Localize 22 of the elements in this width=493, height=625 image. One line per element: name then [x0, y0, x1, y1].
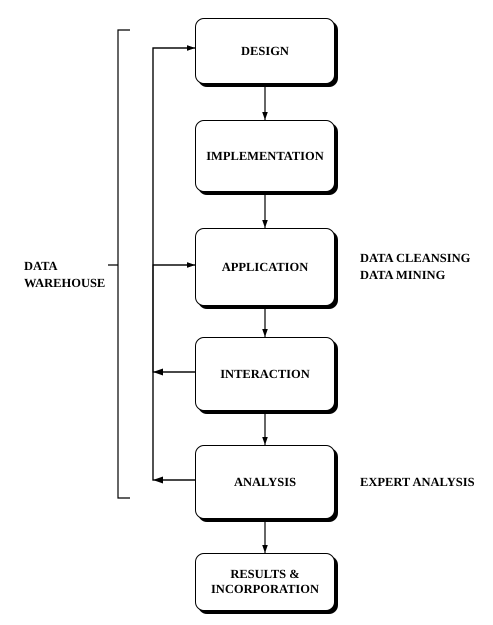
annotation: EXPERT ANALYSIS	[360, 474, 475, 490]
process-box	[195, 553, 335, 611]
box-label: ANALYSIS	[232, 474, 298, 490]
arrow	[262, 306, 268, 337]
arrow	[262, 192, 268, 228]
process-box	[195, 18, 335, 84]
process-box	[195, 120, 335, 192]
box-label: APPLICATION	[220, 260, 310, 274]
process-box	[195, 445, 335, 519]
arrow	[262, 519, 268, 553]
annotation: DATA CLEANSING	[360, 250, 470, 267]
arrow	[262, 411, 268, 445]
annotation: DATA MINING	[360, 267, 446, 284]
process-box	[195, 228, 335, 306]
box-label: RESULTS & INCORPORATION	[210, 567, 320, 597]
box-label: DESIGN	[240, 44, 290, 58]
box-label: IMPLEMENTATION	[205, 148, 325, 164]
arrow	[262, 84, 268, 120]
process-box	[195, 337, 335, 411]
box-label: INTERACTION	[219, 366, 311, 382]
bracket-label: DATA WAREHOUSE	[24, 258, 104, 292]
arrow	[152, 262, 195, 481]
